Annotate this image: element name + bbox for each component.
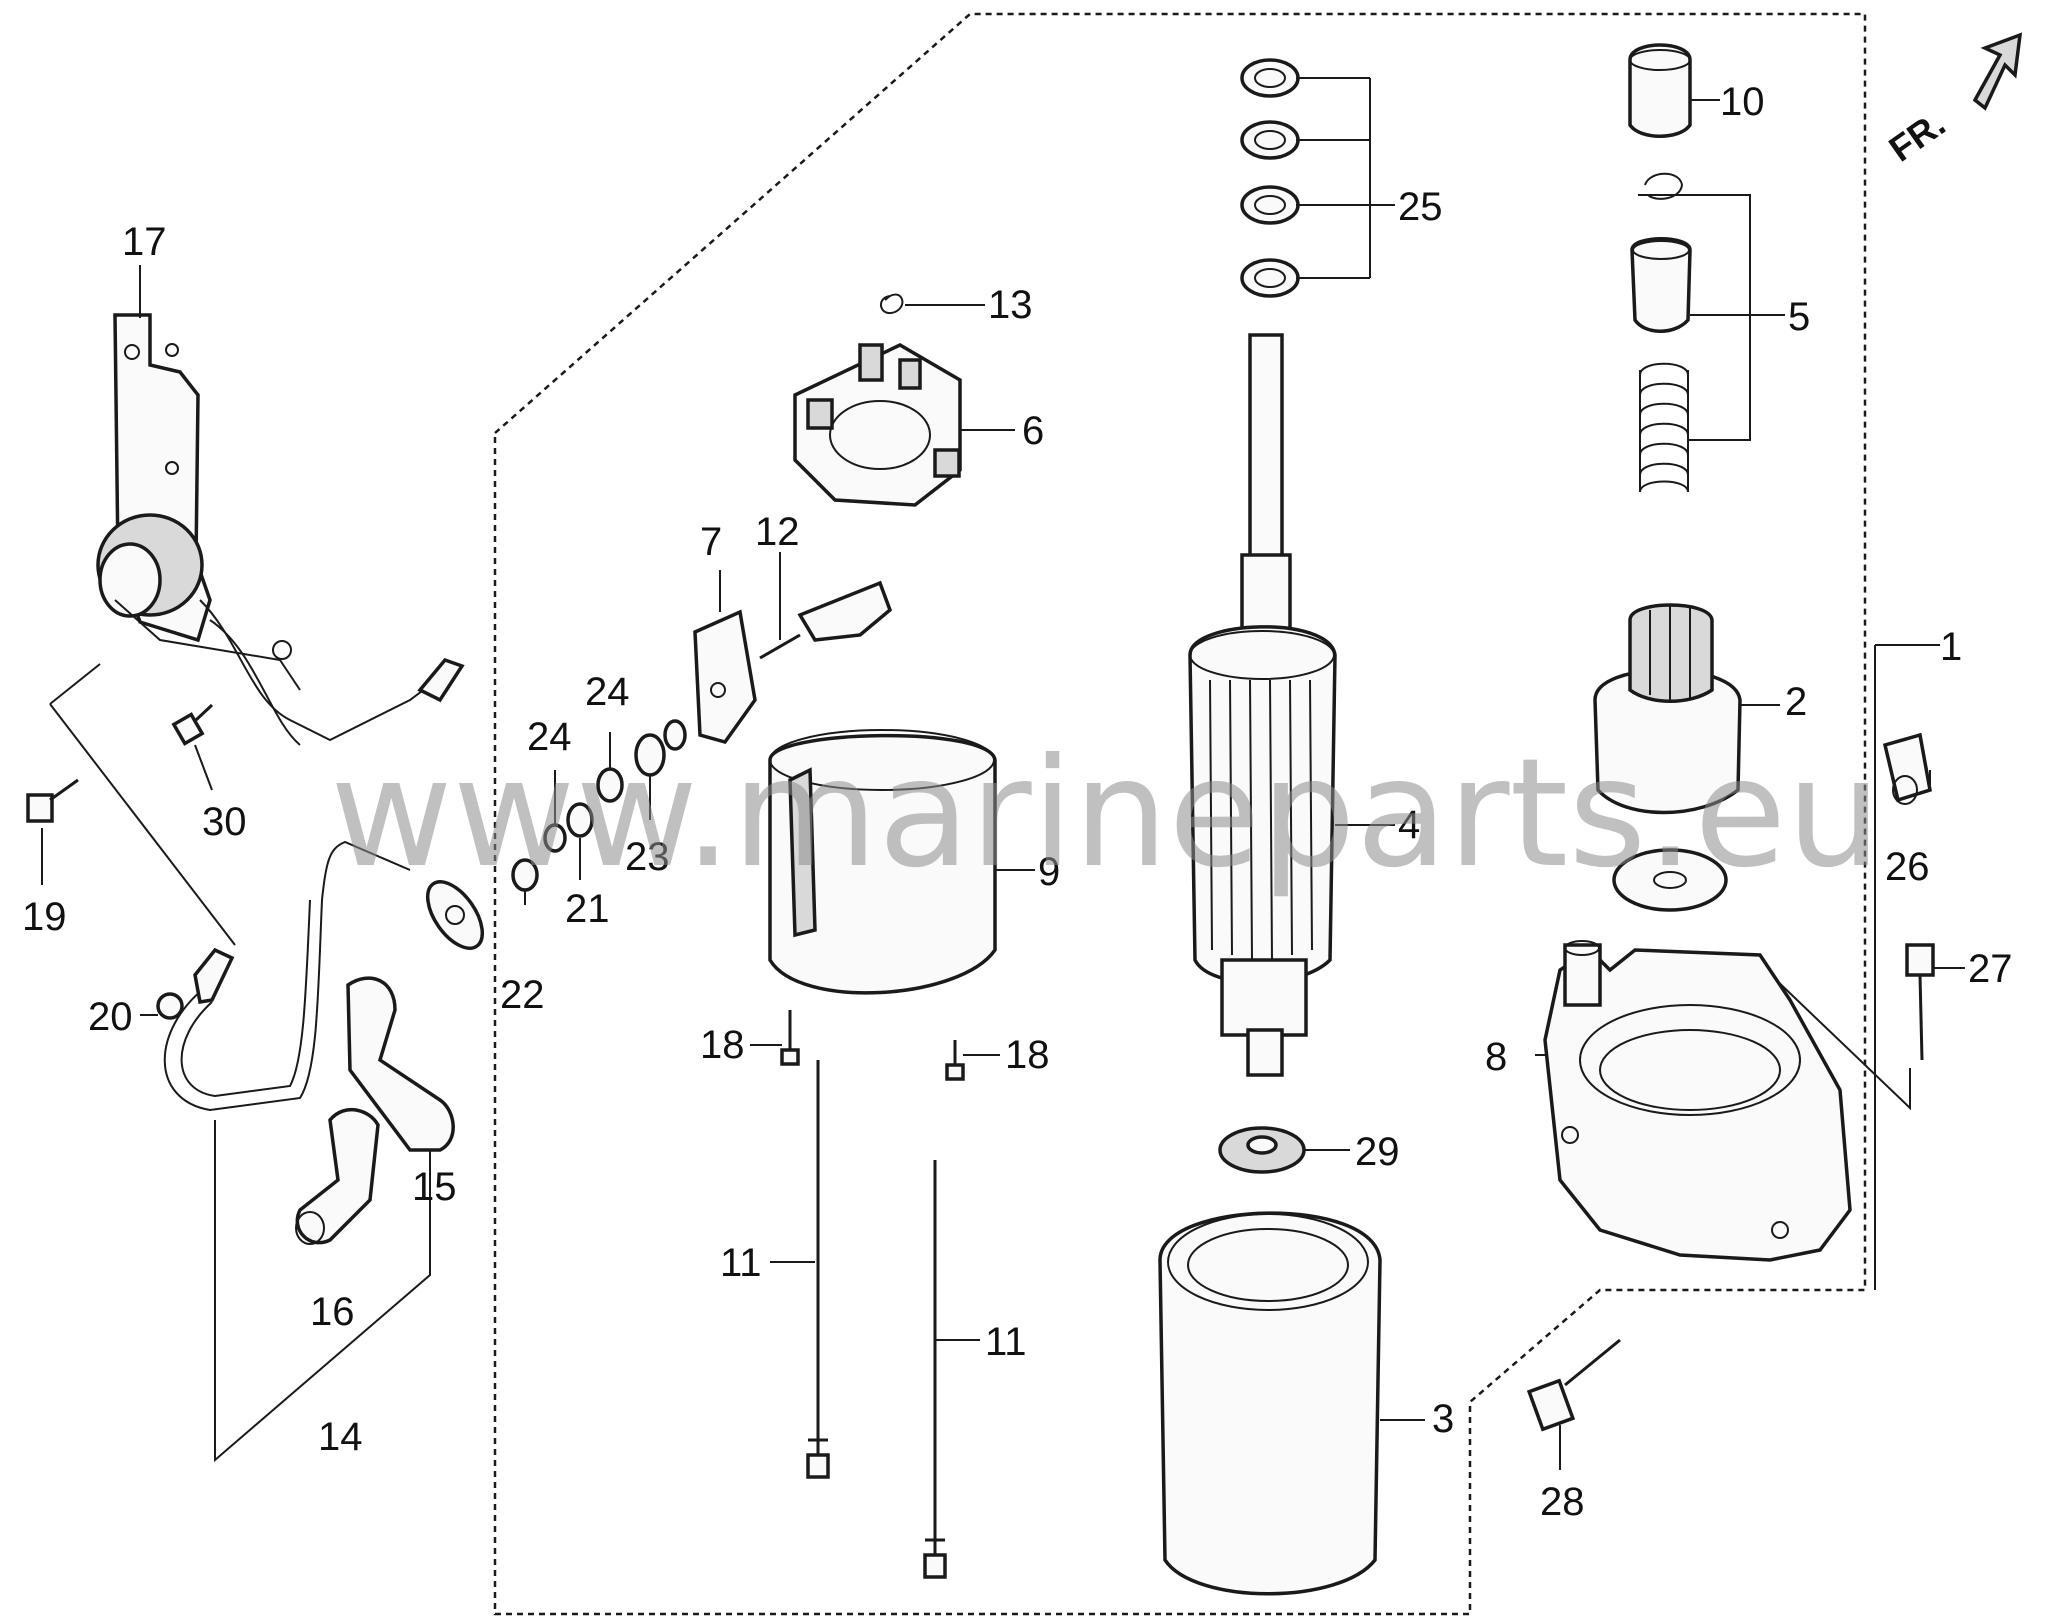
bolt-part-19 — [26, 778, 79, 823]
through-bolts-11 — [806, 1060, 947, 1579]
bolt-part-27 — [1905, 943, 1935, 1061]
callout-15: 15 — [412, 1165, 457, 1209]
group-bracket-lines — [49, 663, 1911, 1463]
callout-11-left: 11 — [720, 1241, 762, 1285]
callout-4: 4 — [1398, 803, 1420, 847]
leader-lines — [41, 77, 1965, 1470]
callout-23: 23 — [625, 835, 670, 879]
callout-20: 20 — [88, 995, 133, 1039]
front-bracket-part — [1543, 940, 1852, 1262]
cap-part-10 — [1628, 43, 1692, 138]
callout-9: 9 — [1038, 850, 1060, 894]
screw-parts-18 — [780, 1010, 965, 1081]
callout-16: 16 — [310, 1290, 355, 1334]
armature-part — [1188, 333, 1337, 1077]
callout-5: 5 — [1788, 295, 1810, 339]
collar-part-26 — [1882, 732, 1932, 805]
clutch-set-part-5 — [1630, 172, 1692, 493]
callout-18-left: 18 — [700, 1023, 745, 1067]
callout-24-upper: 24 — [585, 670, 630, 714]
callout-30: 30 — [202, 800, 247, 844]
pinion-gear-part — [1593, 603, 1742, 912]
callout-25: 25 — [1398, 185, 1443, 229]
front-arrow-icon — [1972, 32, 2023, 111]
callout-18-right: 18 — [1005, 1033, 1050, 1077]
callout-13: 13 — [988, 283, 1033, 327]
front-direction-label: FR. — [1881, 103, 1952, 170]
solenoid-bracket-part — [96, 313, 465, 746]
rear-cover-part — [768, 729, 997, 995]
seal-rings-25 — [1240, 58, 1300, 298]
brush-holder-part — [793, 293, 962, 507]
callout-27: 27 — [1968, 947, 2013, 991]
callout-3: 3 — [1432, 1397, 1454, 1441]
terminal-parts — [693, 580, 893, 745]
callout-11-right: 11 — [985, 1320, 1027, 1364]
callout-24-lower: 24 — [527, 715, 572, 759]
callout-7: 7 — [700, 520, 722, 564]
callout-1: 1 — [1940, 625, 1962, 669]
callout-21: 21 — [565, 887, 610, 931]
battery-cable-part — [156, 840, 485, 1245]
callout-6: 6 — [1022, 409, 1044, 453]
callout-2: 2 — [1785, 680, 1807, 724]
callout-19: 19 — [22, 895, 67, 939]
callout-10: 10 — [1720, 80, 1765, 124]
callout-17: 17 — [122, 220, 167, 264]
callout-26: 26 — [1885, 845, 1930, 889]
callout-14: 14 — [318, 1415, 363, 1459]
bolt-part-30 — [171, 703, 214, 746]
callout-22: 22 — [500, 973, 545, 1017]
callout-8: 8 — [1485, 1035, 1507, 1079]
bolt-part-28 — [1526, 1338, 1621, 1432]
assembly-boundary — [493, 12, 1867, 1616]
callout-labels: 1 2 3 4 5 6 7 8 9 10 11 11 12 13 14 15 1… — [22, 80, 2013, 1524]
callout-12: 12 — [755, 510, 800, 554]
callout-29: 29 — [1355, 1130, 1400, 1174]
yoke-part — [1158, 1211, 1382, 1596]
callout-28: 28 — [1540, 1480, 1585, 1524]
watermark-text: www.marineparts.eu — [330, 727, 1882, 901]
washer-part-29 — [1218, 1126, 1306, 1174]
